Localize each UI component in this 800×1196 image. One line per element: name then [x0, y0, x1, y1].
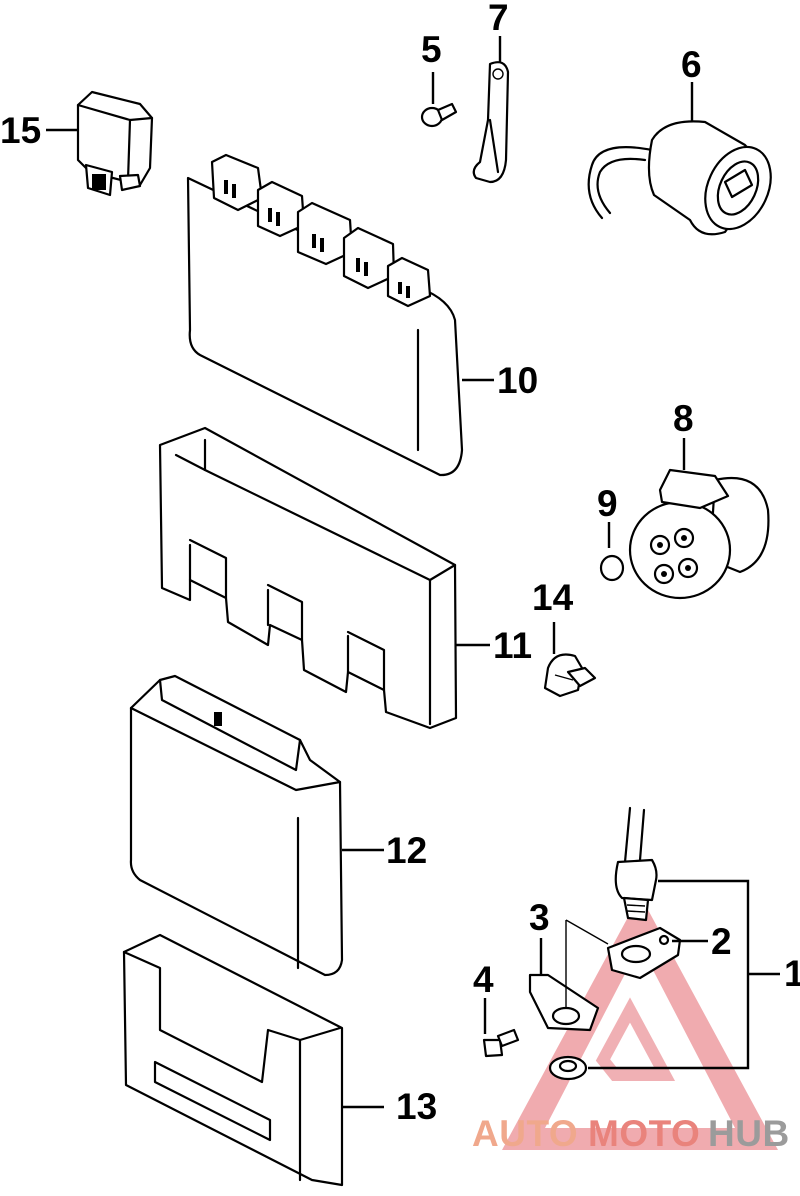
- callout-3: 3: [529, 897, 550, 938]
- watermark-text: AUTO MOTO HUB: [472, 1113, 790, 1154]
- callout-9: 9: [597, 483, 618, 524]
- part-8-connector: 8: [628, 398, 770, 600]
- part-14-clip: 14: [532, 577, 597, 698]
- part-5-bolt: 5: [420, 29, 458, 128]
- callout-5: 5: [421, 29, 442, 70]
- part-13-cover: 13: [122, 933, 437, 1187]
- callout-15: 15: [0, 110, 41, 151]
- part-10-control-unit: 10: [186, 153, 538, 477]
- part-11-bracket: 11: [158, 426, 532, 730]
- callout-10: 10: [497, 360, 538, 401]
- svg-text:HUB: HUB: [708, 1113, 790, 1154]
- callout-8: 8: [673, 398, 694, 439]
- watermark-logo-triangle: [502, 895, 778, 1150]
- callout-2: 2: [711, 921, 732, 962]
- watermark-moto: MOTO: [588, 1113, 700, 1154]
- callout-6: 6: [681, 44, 702, 85]
- callout-13: 13: [396, 1086, 437, 1127]
- svg-text:AUTO: AUTO: [472, 1113, 578, 1154]
- part-7-strap: 7: [472, 0, 510, 184]
- callout-14: 14: [532, 577, 574, 618]
- svg-text:MOTO: MOTO: [588, 1113, 700, 1154]
- callout-7: 7: [488, 0, 509, 38]
- callout-12: 12: [386, 830, 427, 871]
- callout-4: 4: [473, 959, 494, 1000]
- part-12-control-module: 12: [129, 674, 427, 977]
- callout-1: 1: [784, 953, 800, 994]
- part-1-sensor-assembly: 2 3 4 1: [473, 806, 800, 1081]
- part-6-socket: 6: [587, 44, 772, 236]
- watermark-hub: HUB: [708, 1113, 790, 1154]
- part-9-cap: 9: [597, 483, 625, 582]
- part-15-relay: 15: [0, 90, 154, 197]
- watermark-auto: AUTO: [472, 1113, 578, 1154]
- callout-11: 11: [493, 625, 532, 666]
